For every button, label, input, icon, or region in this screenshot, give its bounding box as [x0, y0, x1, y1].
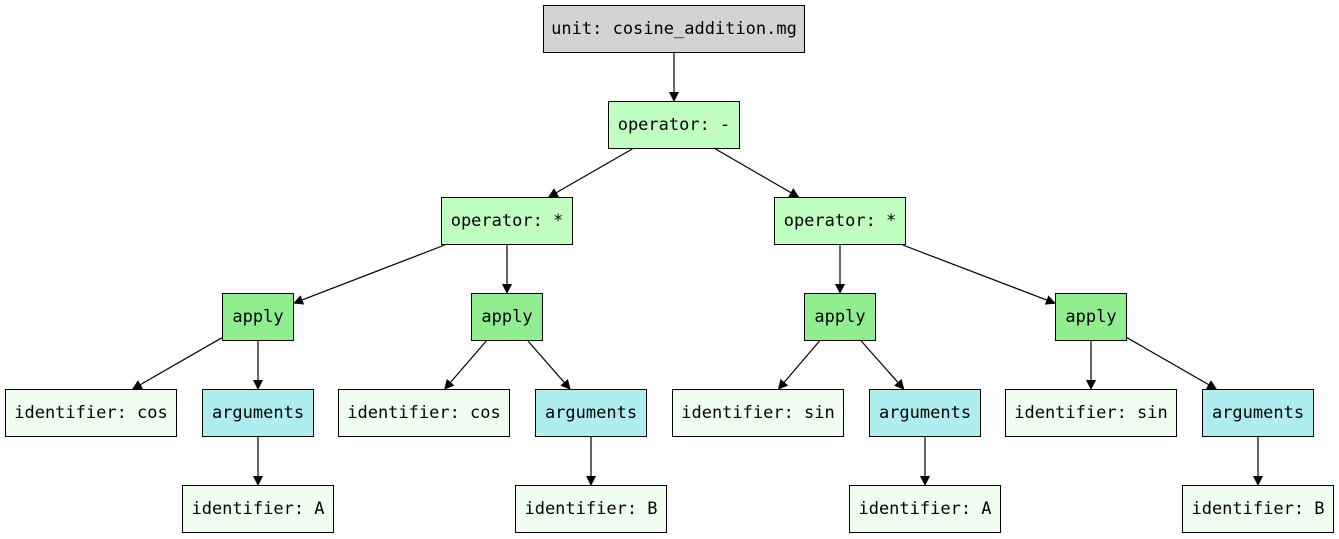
edge-op-mul-left-to-apply-1 — [293, 244, 445, 305]
node-ident-cos-1: identifier: cos — [5, 389, 177, 437]
node-args-4: arguments — [1202, 389, 1314, 437]
edge-apply-2-to-ident-cos-2 — [444, 340, 487, 390]
edge-apply-1-to-ident-cos-1 — [131, 337, 223, 390]
node-args-2: arguments — [535, 389, 647, 437]
edge-apply-3-to-ident-sin-1 — [777, 340, 820, 390]
node-op-minus: operator: - — [608, 101, 740, 149]
node-apply-2: apply — [471, 293, 543, 341]
node-op-mul-left: operator: * — [441, 197, 573, 245]
node-args-3: arguments — [869, 389, 981, 437]
node-ident-B-1: identifier: B — [515, 485, 667, 533]
node-ident-A-1: identifier: A — [182, 485, 334, 533]
node-ident-sin-1: identifier: sin — [672, 389, 844, 437]
node-unit: unit: cosine_addition.mg — [543, 5, 805, 53]
node-ident-B-2: identifier: B — [1182, 485, 1334, 533]
node-ident-A-2: identifier: A — [849, 485, 1001, 533]
edge-op-mul-right-to-apply-4 — [902, 244, 1056, 305]
node-args-1: arguments — [202, 389, 314, 437]
node-op-mul-right: operator: * — [774, 197, 906, 245]
edge-apply-4-to-args-4 — [1126, 337, 1218, 390]
edge-op-minus-to-op-mul-left — [547, 148, 633, 198]
node-apply-4: apply — [1055, 293, 1127, 341]
edge-apply-2-to-args-2 — [527, 340, 571, 390]
node-ident-cos-2: identifier: cos — [338, 389, 510, 437]
node-apply-3: apply — [804, 293, 876, 341]
node-apply-1: apply — [222, 293, 294, 341]
edge-apply-3-to-args-3 — [860, 340, 905, 390]
edge-op-minus-to-op-mul-right — [715, 148, 800, 198]
node-ident-sin-2: identifier: sin — [1005, 389, 1177, 437]
